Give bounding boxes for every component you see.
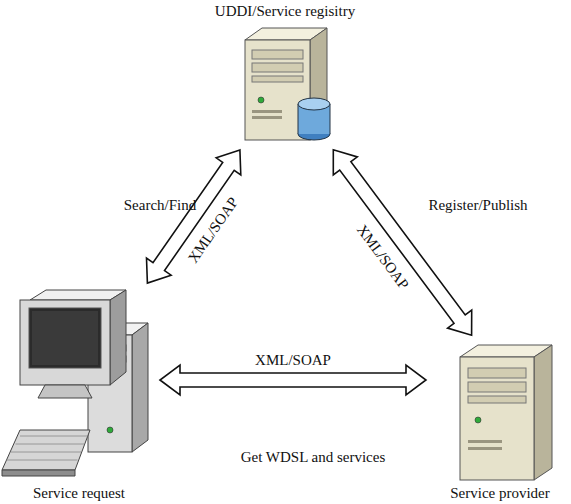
node-label: Service provider	[450, 484, 550, 502]
icon-part	[29, 308, 101, 368]
service-node: Service request	[4, 288, 154, 502]
icon-part	[20, 300, 110, 385]
icon-part	[468, 440, 502, 443]
icon-part	[252, 63, 303, 72]
icon-part	[107, 427, 113, 433]
icon-part	[2, 470, 75, 476]
icon-part	[11, 452, 81, 453]
icon-part	[16, 444, 85, 445]
icon-part	[252, 116, 282, 119]
protocol-label: XML/SOAP	[255, 351, 331, 369]
icon-part	[468, 447, 502, 450]
operation-label: Get WDSL and services	[241, 448, 386, 466]
icon-part	[2, 430, 90, 470]
icon-part	[252, 50, 303, 59]
icon-part	[460, 357, 534, 480]
icon-part	[252, 76, 303, 82]
icon-part	[252, 110, 282, 113]
double-arrow	[160, 365, 426, 395]
service-node: UDDI/Service regisitry	[190, 2, 380, 145]
icon-part	[298, 98, 330, 110]
icon-part	[258, 97, 264, 103]
icon-part	[475, 417, 481, 423]
operation-label: Register/Publish	[428, 196, 527, 214]
icon-part	[20, 436, 88, 437]
icon-part	[468, 382, 526, 392]
service-node: Service provider	[432, 340, 568, 502]
icon-part	[534, 345, 552, 480]
icon-part	[298, 104, 299, 134]
icon-part	[7, 460, 78, 461]
provider-server-icon	[460, 345, 552, 480]
icon-part	[330, 104, 331, 134]
icon-part	[32, 311, 98, 365]
double-arrow	[333, 150, 471, 335]
node-label: Service request	[33, 484, 125, 502]
client-computer-icon	[2, 290, 148, 476]
icon-part	[468, 396, 526, 403]
node-label: UDDI/Service regisitry	[215, 2, 355, 20]
icon-part	[7, 436, 89, 460]
registry-server-icon	[245, 28, 330, 140]
icon-part	[38, 385, 92, 398]
icon-part	[132, 323, 148, 452]
icon-part	[110, 290, 126, 385]
icon-part	[468, 368, 526, 378]
operation-label: Search/Find	[124, 196, 197, 214]
